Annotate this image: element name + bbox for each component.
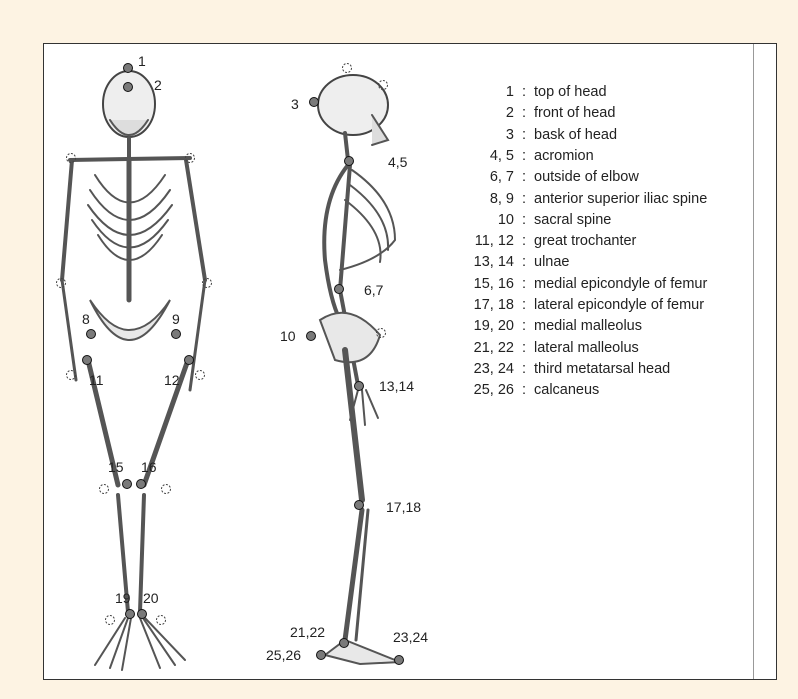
legend-number: 19, 20 xyxy=(440,316,514,337)
legend-description: great trochanter xyxy=(534,231,636,252)
legend-number: 6, 7 xyxy=(440,167,514,188)
legend-separator: : xyxy=(522,146,526,167)
legend-separator: : xyxy=(522,380,526,401)
legend-number: 11, 12 xyxy=(440,231,514,252)
point-label: 11 xyxy=(89,372,104,388)
legend-separator: : xyxy=(522,82,526,103)
legend-number: 21, 22 xyxy=(440,338,514,359)
point-label: 13,14 xyxy=(379,378,414,394)
legend-separator: : xyxy=(522,316,526,337)
legend-number: 1 xyxy=(440,82,514,103)
legend-separator: : xyxy=(522,167,526,188)
legend-description: lateral malleolus xyxy=(534,338,639,359)
point-label: 19 xyxy=(115,590,131,606)
legend-separator: : xyxy=(522,338,526,359)
legend-description: bask of head xyxy=(534,125,617,146)
point-label: 2 xyxy=(154,77,162,93)
point-label: 17,18 xyxy=(386,499,421,515)
point-label: 21,22 xyxy=(290,624,325,640)
legend-number: 17, 18 xyxy=(440,295,514,316)
point-label: 1 xyxy=(138,53,146,69)
point-label: 4,5 xyxy=(388,154,407,170)
legend-number: 4, 5 xyxy=(440,146,514,167)
point-label: 23,24 xyxy=(393,629,428,645)
legend-separator: : xyxy=(522,252,526,273)
legend-separator: : xyxy=(522,274,526,295)
point-label: 3 xyxy=(291,96,299,112)
legend-number: 2 xyxy=(440,103,514,124)
legend-description: third metatarsal head xyxy=(534,359,670,380)
point-label: 12 xyxy=(164,372,180,388)
legend-separator: : xyxy=(522,125,526,146)
legend-number: 15, 16 xyxy=(440,274,514,295)
legend-separator: : xyxy=(522,231,526,252)
point-label: 6,7 xyxy=(364,282,383,298)
legend-description: lateral epicondyle of femur xyxy=(534,295,704,316)
legend-description: sacral spine xyxy=(534,210,611,231)
legend-separator: : xyxy=(522,210,526,231)
point-label: 16 xyxy=(141,459,157,475)
point-label: 15 xyxy=(108,459,124,475)
legend-separator: : xyxy=(522,103,526,124)
point-label: 9 xyxy=(172,311,180,327)
point-label: 20 xyxy=(143,590,159,606)
legend-separator: : xyxy=(522,295,526,316)
legend-number: 3 xyxy=(440,125,514,146)
legend-description: acromion xyxy=(534,146,594,167)
legend-separator: : xyxy=(522,189,526,210)
legend-description: anterior superior iliac spine xyxy=(534,189,707,210)
legend-separator: : xyxy=(522,359,526,380)
legend-description: calcaneus xyxy=(534,380,599,401)
point-label: 8 xyxy=(82,311,90,327)
legend-number: 13, 14 xyxy=(440,252,514,273)
point-label: 25,26 xyxy=(266,647,301,663)
legend-description: ulnae xyxy=(534,252,569,273)
legend-description: medial epicondyle of femur xyxy=(534,274,707,295)
legend-description: medial malleolus xyxy=(534,316,642,337)
legend-description: top of head xyxy=(534,82,607,103)
legend-number: 10 xyxy=(440,210,514,231)
point-label: 10 xyxy=(280,328,296,344)
legend-description: front of head xyxy=(534,103,615,124)
legend-description: outside of elbow xyxy=(534,167,639,188)
legend-number: 8, 9 xyxy=(440,189,514,210)
legend-number: 23, 24 xyxy=(440,359,514,380)
legend-number: 25, 26 xyxy=(440,380,514,401)
